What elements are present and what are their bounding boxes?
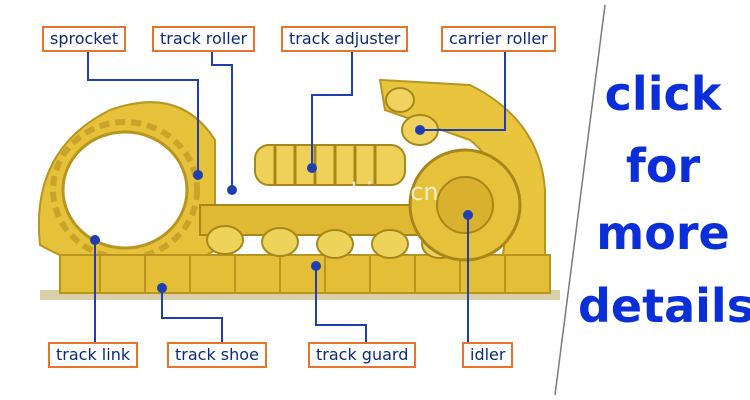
label-track-shoe: track shoe [167, 342, 267, 368]
leader-track-roller [211, 52, 233, 190]
leader-sprocket [87, 52, 199, 175]
sprocket-teeth [50, 119, 200, 261]
track-shoe-dividers [99, 255, 506, 293]
idler-hub [436, 176, 494, 234]
leader-track-shoe [161, 288, 223, 342]
ground-shadow [40, 290, 560, 300]
label-idler: idler [462, 342, 514, 368]
cta-click[interactable]: click [604, 67, 722, 121]
leader-lines [87, 52, 506, 342]
track-rollers [206, 225, 459, 259]
watermark-text: en.china.cn [300, 178, 439, 206]
label-sprocket: sprocket [42, 26, 127, 52]
sprocket-hub [61, 130, 189, 250]
label-carrier-roller: carrier roller [441, 26, 556, 52]
label-track-roller: track roller [152, 26, 256, 52]
leader-dots [90, 125, 473, 293]
label-track-adjuster: track adjuster [281, 26, 409, 52]
divider-line [554, 4, 606, 396]
leader-track-guard [315, 266, 367, 342]
cta-details[interactable]: details [578, 279, 750, 333]
label-track-link: track link [48, 342, 139, 368]
track-shoe-row [59, 254, 551, 294]
cta-more[interactable]: more [596, 206, 730, 260]
label-track-guard: track guard [308, 342, 417, 368]
leader-track-adjuster [311, 52, 353, 168]
leader-carrier-roller [420, 52, 506, 131]
cta-for[interactable]: for [625, 139, 701, 193]
track-adjuster-spring [254, 144, 406, 186]
